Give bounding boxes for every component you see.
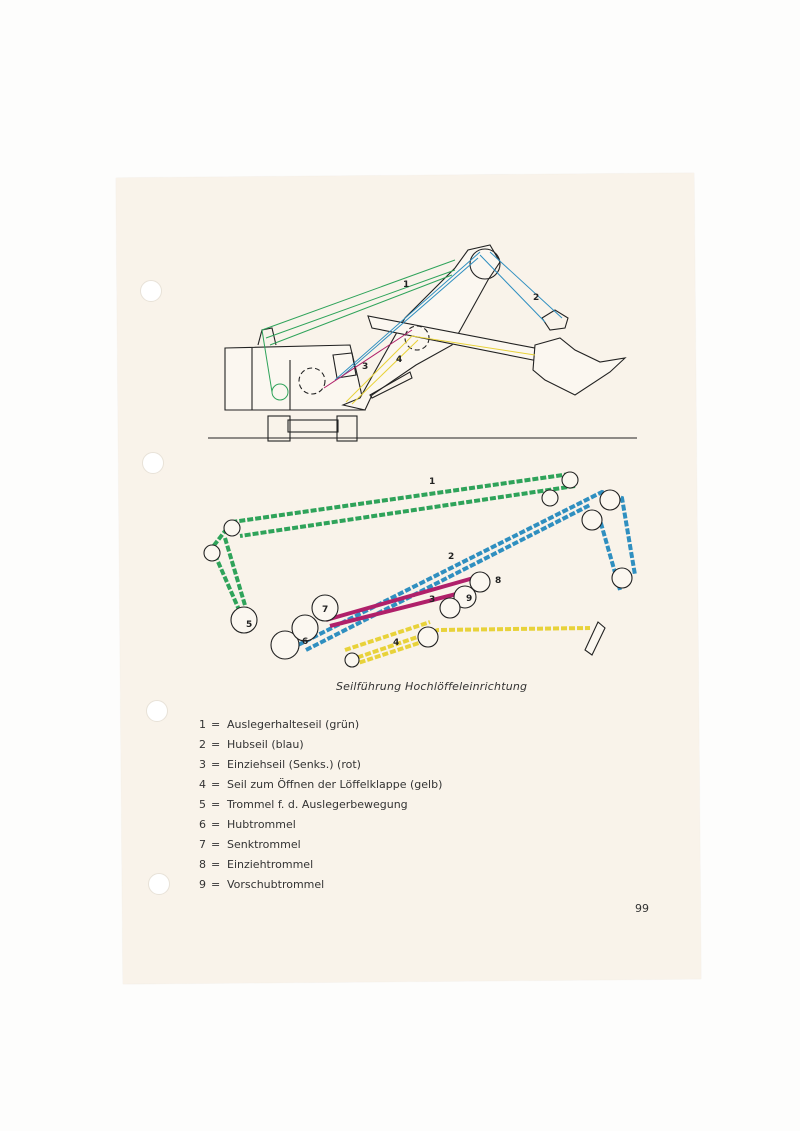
figure-caption: Seilführung Hochlöffeleinrichtung	[336, 680, 528, 693]
legend-num: 7	[199, 838, 206, 851]
legend-eq: =	[211, 798, 221, 811]
legend-text: Einziehseil (Senks.) (rot)	[227, 758, 361, 771]
bucket-latch	[584, 621, 606, 656]
ropes-top	[261, 251, 563, 405]
legend-eq: =	[211, 818, 221, 831]
legend-num: 4	[199, 778, 206, 791]
punch-hole	[146, 700, 168, 722]
punch-hole	[140, 280, 162, 302]
legend-item: 6 = Hubtrommel	[199, 818, 442, 838]
legend-num: 1	[199, 718, 206, 731]
legend-text: Seil zum Öffnen der Löffelklappe (gelb)	[227, 778, 443, 791]
drum	[417, 626, 439, 648]
drum-8	[469, 571, 491, 593]
legend-item: 7 = Senktrommel	[199, 838, 442, 858]
pulley	[581, 509, 603, 531]
legend-text: Vorschubtrommel	[227, 878, 325, 891]
legend: 1 = Auslegerhalteseil (grün) 2 = Hubseil (bl…	[199, 718, 442, 898]
legend-eq: =	[211, 758, 221, 771]
schematic-label-8: 8	[495, 576, 501, 586]
label-4: 4	[396, 355, 402, 365]
pulley	[203, 544, 221, 562]
punch-hole	[142, 452, 164, 474]
legend-num: 8	[199, 858, 206, 871]
legend-eq: =	[211, 778, 221, 791]
drum	[439, 597, 461, 619]
legend-num: 5	[199, 798, 206, 811]
legend-eq: =	[211, 738, 221, 751]
track	[267, 415, 291, 442]
legend-item: 9 = Vorschubtrommel	[199, 878, 442, 898]
legend-eq: =	[211, 858, 221, 871]
boom-sheave	[469, 248, 501, 280]
legend-text: Trommel f. d. Auslegerbewegung	[227, 798, 408, 811]
legend-item: 1 = Auslegerhalteseil (grün)	[199, 718, 442, 738]
schematic-label-2: 2	[448, 552, 454, 562]
pulley	[344, 652, 360, 668]
legend-item: 5 = Trommel f. d. Auslegerbewegung	[199, 798, 442, 818]
punch-hole	[148, 873, 170, 895]
schematic-label-1: 1	[429, 477, 435, 487]
schematic-label-3: 3	[429, 595, 435, 605]
legend-eq: =	[211, 878, 221, 891]
label-2: 2	[533, 293, 539, 303]
pulley	[541, 489, 559, 507]
green-rope	[209, 472, 576, 613]
legend-text: Hubtrommel	[227, 818, 296, 831]
legend-num: 6	[199, 818, 206, 831]
drum-7	[311, 594, 339, 622]
schematic-label-5: 5	[246, 620, 252, 630]
legend-eq: =	[211, 838, 221, 851]
drum-6b	[291, 614, 319, 642]
drum-5	[230, 606, 258, 634]
legend-text: Einziehtrommel	[227, 858, 314, 871]
label-1: 1	[403, 280, 409, 290]
machine-house	[224, 344, 366, 411]
pulley	[561, 471, 579, 489]
page-number: 99	[635, 902, 649, 915]
legend-eq: =	[211, 718, 221, 731]
bucket	[532, 337, 627, 396]
schematic-label-6: 6	[302, 637, 308, 647]
pulley	[611, 567, 633, 589]
schematic-label-7: 7	[322, 605, 328, 615]
excavator-side-view	[208, 244, 637, 442]
legend-text: Hubseil (blau)	[227, 738, 304, 751]
legend-text: Senktrommel	[227, 838, 301, 851]
yellow-rope	[344, 620, 591, 667]
pulley	[599, 489, 621, 511]
legend-item: 2 = Hubseil (blau)	[199, 738, 442, 758]
track	[336, 415, 358, 442]
drum-9	[453, 585, 477, 609]
schematic-label-4: 4	[393, 638, 399, 648]
legend-num: 2	[199, 738, 206, 751]
label-3: 3	[362, 362, 368, 372]
schematic-label-9: 9	[466, 594, 472, 604]
rope-schematic	[203, 471, 637, 668]
pulley	[223, 519, 241, 537]
drum-6	[270, 630, 300, 660]
legend-item: 4 = Seil zum Öffnen der Löffelklappe (gelb…	[199, 778, 442, 798]
legend-item: 8 = Einziehtrommel	[199, 858, 442, 878]
legend-item: 3 = Einziehseil (Senks.) (rot)	[199, 758, 442, 778]
legend-text: Auslegerhalteseil (grün)	[227, 718, 360, 731]
legend-num: 9	[199, 878, 206, 891]
legend-num: 3	[199, 758, 206, 771]
